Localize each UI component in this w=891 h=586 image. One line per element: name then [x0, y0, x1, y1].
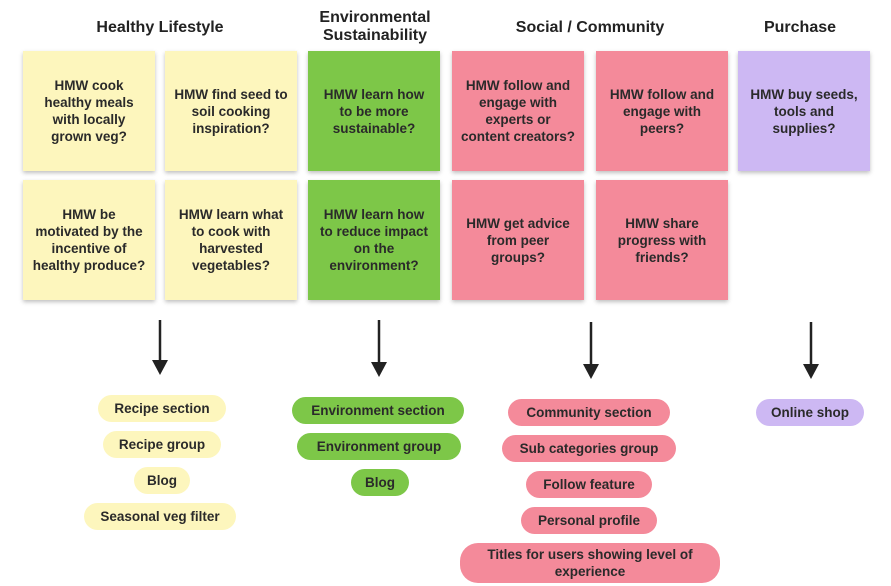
note-social-peer-advice: HMW get advice from peer groups? — [452, 180, 584, 300]
note-environment-sustainable: HMW learn how to be more sustainable? — [308, 51, 440, 171]
note-purchase-buy-supplies: HMW buy seeds, tools and supplies? — [738, 51, 870, 171]
heading-purchase: Purchase — [763, 19, 837, 36]
note-environment-reduce-impact: HMW learn how to reduce impact on the en… — [308, 180, 440, 300]
note-social-follow-peers: HMW follow and engage with peers? — [596, 51, 728, 171]
outcome-blog: Blog — [134, 467, 190, 494]
arrow-down-icon — [152, 320, 168, 375]
outcome-recipe-section: Recipe section — [98, 395, 226, 422]
heading-social-community: Social / Community — [515, 19, 665, 36]
note-healthy-motivated: HMW be motivated by the incentive of hea… — [23, 180, 155, 300]
outcome-titles-level-of-experience: Titles for users showing level of experi… — [460, 543, 720, 583]
outcome-online-shop: Online shop — [756, 399, 864, 426]
heading-healthy-lifestyle: Healthy Lifestyle — [96, 19, 224, 36]
note-healthy-cook-meals: HMW cook healthy meals with locally grow… — [23, 51, 155, 171]
outcome-seasonal-veg-filter: Seasonal veg filter — [84, 503, 236, 530]
arrow-down-icon — [371, 320, 387, 377]
outcome-environment-section: Environment section — [292, 397, 464, 424]
outcome-environment-group: Environment group — [297, 433, 461, 460]
note-healthy-seed-to-soil: HMW find seed to soil cooking inspiratio… — [165, 51, 297, 171]
note-healthy-learn-cook: HMW learn what to cook with harvested ve… — [165, 180, 297, 300]
outcome-follow-feature: Follow feature — [526, 471, 652, 498]
outcome-personal-profile: Personal profile — [521, 507, 657, 534]
arrow-down-icon — [803, 322, 819, 379]
note-social-share-progress: HMW share progress with friends? — [596, 180, 728, 300]
outcome-blog: Blog — [351, 469, 409, 496]
note-social-follow-experts: HMW follow and engage with experts or co… — [452, 51, 584, 171]
outcome-recipe-group: Recipe group — [103, 431, 221, 458]
outcome-community-section: Community section — [508, 399, 670, 426]
arrow-down-icon — [583, 322, 599, 379]
heading-environmental-sustainability: Environmental Sustainability — [319, 9, 431, 44]
outcome-sub-categories-group: Sub categories group — [502, 435, 676, 462]
